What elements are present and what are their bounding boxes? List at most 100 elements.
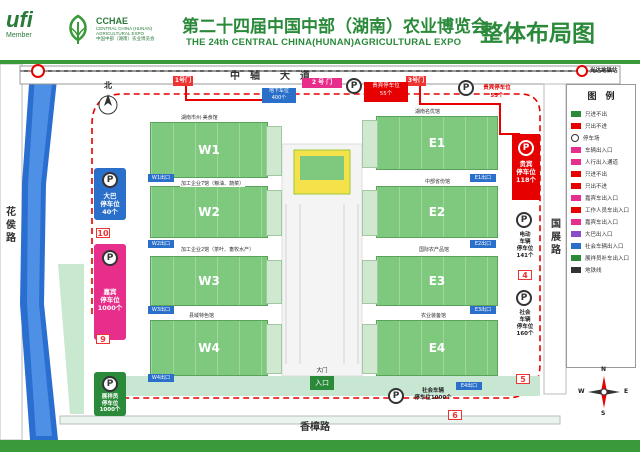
- exit-w1: W1出口: [148, 174, 174, 182]
- parking-exhib1000: 展祥员 停车位 1000个: [99, 394, 121, 413]
- ufi-member-text: Member: [6, 32, 32, 39]
- road-bottom: [59, 415, 561, 425]
- vip-gate-icon: [571, 195, 581, 201]
- hall-w3-side: [266, 260, 282, 304]
- cchae-line1: CENTRAL CHINA (HUNAN): [96, 26, 153, 31]
- compass-s: S: [601, 410, 606, 417]
- legend-title: 图 例: [587, 92, 615, 102]
- road-label-left: 花侯路: [6, 207, 16, 244]
- tag-w34: 县域特色馆: [188, 312, 216, 319]
- metro-line-icon: [571, 267, 581, 273]
- exit-w3: W3出口: [148, 306, 174, 314]
- legend-item: 大巴出入口: [571, 228, 635, 240]
- parking-p-icon-exhib: P: [102, 376, 118, 392]
- guest-gate-icon: [571, 219, 581, 225]
- hall-w3[interactable]: W3: [150, 256, 268, 306]
- legend-item: 社会车辆出入口: [571, 240, 635, 252]
- main-entrance[interactable]: 入口: [310, 376, 334, 390]
- exit-e2: E2出口: [470, 240, 496, 248]
- hall-w2-side: [266, 190, 282, 236]
- hall-e2-side: [362, 190, 378, 236]
- out-only-icon: [571, 183, 581, 189]
- hall-w4[interactable]: W4: [150, 320, 268, 376]
- exit-w4: W4出口: [148, 374, 174, 382]
- cchae-line3: 中国中部（湖南）农业博览会: [96, 36, 155, 41]
- road-label-top: 中 轴 大 道: [230, 71, 310, 82]
- cchae-text-block: CCHAE CENTRAL CHINA (HUNAN) AGRICULTURAL…: [96, 16, 182, 41]
- river-green: [58, 264, 84, 414]
- parking-p-icon-ev: P: [516, 212, 532, 228]
- parking-vip1000: 嘉宾 停车位 1000个: [97, 288, 123, 312]
- road-left: [0, 64, 23, 440]
- hall-e2[interactable]: E2: [376, 186, 498, 238]
- metro-station-right-icon: [576, 65, 588, 77]
- legend-panel: 图 例 只进不出 只出不进 停车场 车辆出入口 人行出入通道 只进不出 只出不进…: [566, 84, 636, 368]
- title-overall-layout: 整体布局图: [480, 21, 595, 47]
- metro-station-label: 光达地铁站: [590, 68, 618, 74]
- legend-item: 工作人员车出入口: [571, 204, 635, 216]
- bus-gate-icon: [571, 231, 581, 237]
- social-gate-icon: [571, 243, 581, 249]
- cchae-label: CCHAE: [96, 16, 129, 26]
- hall-e1[interactable]: E1: [376, 116, 498, 170]
- title-english: THE 24th CENTRAL CHINA(HUNAN)AGRICULTURA…: [186, 37, 462, 48]
- parking-vip55b: 贵宾停车位 55个: [483, 85, 511, 99]
- marker-6: 6: [448, 410, 462, 420]
- legend-item: 车辆出入口: [571, 144, 635, 156]
- metro-station-left-icon: [31, 64, 45, 78]
- tag-w1-top: 湖南市州·美食馆: [180, 114, 219, 121]
- exit-e3: E3出口: [470, 306, 496, 314]
- marker-9: 9: [96, 334, 110, 344]
- staff-gate-icon: [571, 207, 581, 213]
- north-label: 北: [104, 81, 112, 90]
- legend-item: 只出不进: [571, 180, 635, 192]
- footer-bar: [0, 440, 640, 452]
- compass-e: E: [624, 388, 629, 395]
- hall-w4-side: [266, 324, 282, 374]
- tag-e23: 国际农产品馆: [418, 246, 451, 253]
- hall-w1[interactable]: W1: [150, 122, 268, 178]
- legend-item: 展祥员补车出入口: [571, 252, 635, 264]
- legend-item: 嘉宾车出入口: [571, 216, 635, 228]
- hall-e3-side: [362, 260, 378, 304]
- hall-e4[interactable]: E4: [376, 320, 498, 376]
- tag-w12: 加工企业7馆（粮油、蔬菜）: [180, 180, 246, 187]
- parking-p-icon-vip1000: P: [102, 250, 118, 266]
- header-banner: ufi Member CCHAE CENTRAL CHINA (HUNAN) A…: [0, 0, 640, 64]
- hall-e3[interactable]: E3: [376, 256, 498, 306]
- marker-5: 5: [516, 374, 530, 384]
- parking-p-icon-top: P: [346, 78, 362, 94]
- compass-icon: [588, 376, 620, 408]
- compass-w: W: [578, 388, 585, 395]
- pedestrian-gate-icon: [571, 159, 581, 165]
- parking-vip55a: 贵宾停车位 55个: [364, 82, 408, 102]
- legend-item: 人行出入通道: [571, 156, 635, 168]
- tag-e12: 中部省份馆: [424, 178, 452, 185]
- legend-item: 只进不出: [571, 108, 635, 120]
- parking-p-icon-social1000: P: [388, 388, 404, 404]
- compass-n: N: [601, 366, 607, 373]
- parking-icon: [571, 134, 579, 142]
- tag-w23: 加工企业2馆（茶叶、畜牧水产）: [180, 246, 256, 253]
- cchae-leaf-icon: [69, 14, 87, 44]
- legend-item: 只进不出: [571, 168, 635, 180]
- parking-vip118: 贵宾 停车位 118个: [515, 160, 537, 184]
- route-gate3: [419, 84, 520, 135]
- gate-3: 3号门: [406, 76, 426, 86]
- parking-social160: 社会 车辆 停车位 160个: [516, 310, 534, 337]
- hall-e1-side: [362, 120, 378, 168]
- tag-e34: 农业装备馆: [420, 312, 448, 319]
- parking-p-icon-social160: P: [516, 290, 532, 306]
- parking-bus40: 大巴 停车位 40个: [100, 192, 120, 216]
- road-label-bottom: 香樟路: [300, 422, 330, 433]
- ufi-logo: ufi Member: [6, 8, 54, 54]
- hall-w2[interactable]: W2: [150, 186, 268, 238]
- parking-p-icon-vip118: P: [518, 140, 534, 156]
- gate-1: 1号门: [173, 76, 193, 86]
- hall-e4-side: [362, 324, 378, 374]
- arrow-up-icon: [571, 123, 581, 129]
- in-only-icon: [571, 171, 581, 177]
- hall-w1-side: [266, 126, 282, 176]
- legend-item: 嘉宾车出入口: [571, 192, 635, 204]
- tag-e1-top: 湖南名优馆: [414, 108, 442, 115]
